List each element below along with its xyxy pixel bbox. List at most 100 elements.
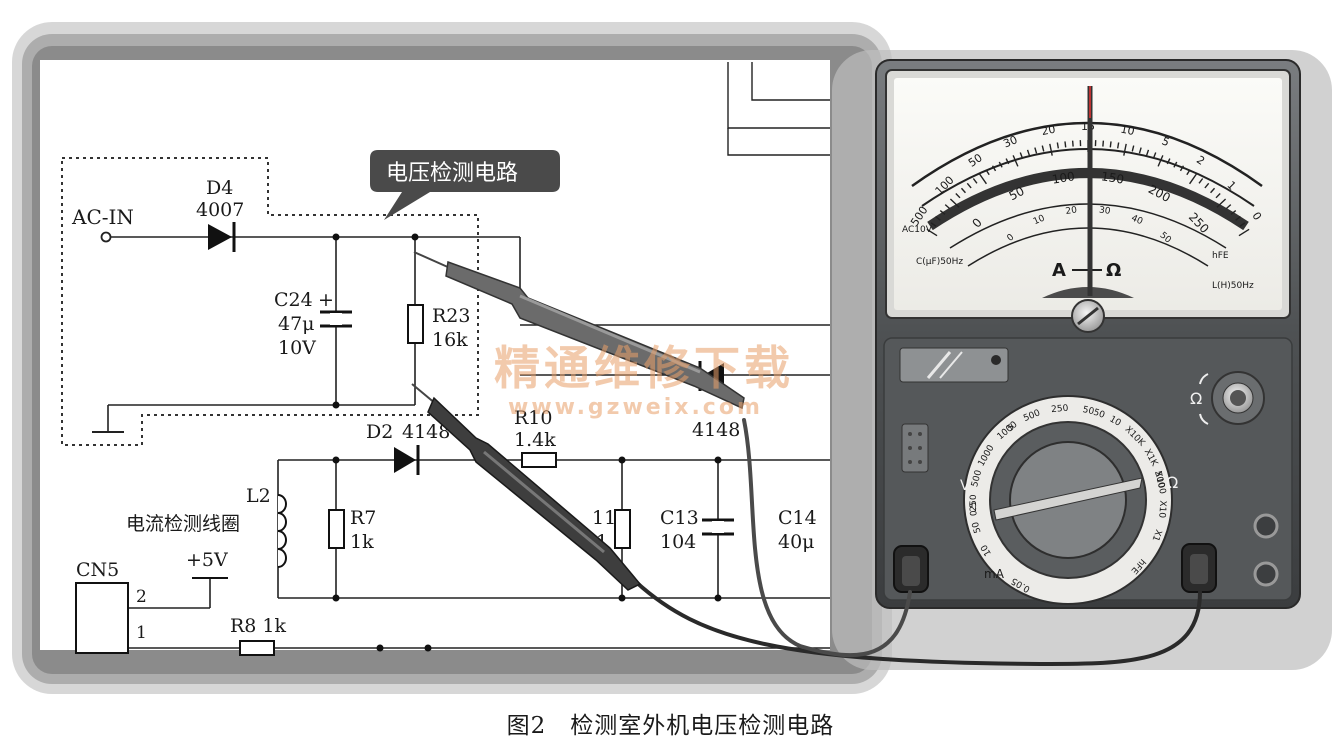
resistor-r11 [614, 509, 631, 549]
dial-label-ohm: Ω [1166, 473, 1178, 492]
label-r23-name: R23 [432, 305, 470, 327]
meter-tick [991, 165, 997, 172]
label-d2: D2 [366, 421, 393, 443]
dial-range-label-v: 250 [1051, 404, 1069, 415]
meter-scale-bottom-label: 40 [1130, 213, 1145, 227]
meter-tick [1157, 155, 1164, 167]
meter-tick [1116, 142, 1120, 149]
dial-range-label-acv: 250 [969, 494, 979, 511]
watermark-cn: 精通维修下载 [494, 341, 794, 395]
label-right-diode-part: 4148 [692, 419, 740, 441]
meter-display-slot [899, 347, 1009, 383]
meter-tick [1012, 155, 1019, 167]
resistor-r10 [521, 452, 557, 468]
meter-tick [1152, 152, 1157, 159]
meter-scale-top-label: 20 [1040, 123, 1056, 138]
meter-tick [935, 216, 941, 221]
watermark: 精通维修下载 www.gzweix.com [494, 341, 794, 420]
probe-jack-com[interactable] [893, 545, 929, 593]
connector-cn5 [75, 582, 129, 654]
label-d4-name: D4 [206, 177, 233, 199]
meter-tick [1204, 182, 1210, 189]
meter-tick [926, 228, 938, 237]
label-c14-name: C14 [778, 507, 817, 529]
meter-label-ac10v: AC10V [902, 225, 933, 235]
meter-tick [1145, 149, 1150, 156]
label-c14-value: 40μ [778, 531, 815, 553]
range-selector-pointer [993, 477, 1143, 521]
meter-tick [1138, 147, 1142, 154]
meter-tick [985, 169, 990, 176]
dial-label-v: V [960, 478, 970, 494]
jack-right-bottom[interactable] [1253, 561, 1279, 587]
dial-range-label-ma: 0.5 [969, 501, 980, 516]
label-l2-name: L2 [246, 485, 271, 507]
meter-tick [949, 198, 960, 208]
probe-jack-plus[interactable] [1181, 543, 1217, 593]
test-probe-upper [413, 251, 745, 410]
meter-tick [1186, 169, 1191, 176]
meter-label-c: C(μF)50Hz [916, 257, 963, 267]
meter-scale-bottom-label: 0 [1005, 232, 1016, 244]
meter-tick [1123, 143, 1127, 156]
label-r23-value: 16k [432, 329, 468, 351]
figure-caption: 图2 检测室外机电压检测电路 [506, 713, 835, 739]
capacitor-c24 [320, 310, 352, 328]
label-d2-part: 4148 [402, 421, 450, 443]
callout-bubble: 电压检测电路 [370, 150, 560, 220]
label-cn5-pin1: 1 [136, 623, 147, 643]
meter-tick [1216, 198, 1227, 208]
meter-tick [1238, 228, 1250, 237]
label-ac-in: AC-IN [71, 205, 134, 229]
meter-scale-bottom-label: 10 [1032, 213, 1047, 227]
dial-label-ma: mA [984, 567, 1005, 581]
label-d4-part: 4007 [196, 199, 244, 221]
meter-tick [944, 204, 951, 210]
label-r7-name: R7 [350, 507, 376, 529]
test-lead-cables [634, 418, 1202, 667]
meter-label-hfe: hFE [1212, 251, 1229, 261]
coil-l2 [277, 494, 287, 568]
label-r10-name: R10 [514, 407, 552, 429]
meter-tick [1189, 173, 1198, 185]
meter-tick [960, 187, 966, 194]
meter-scale-mid-label: 150 [1100, 169, 1125, 186]
meter-scale-top-label: 10 [1119, 123, 1135, 138]
label-r11-partial: 11 [592, 507, 616, 529]
meter-tick [1131, 145, 1135, 152]
meter-tick [1239, 222, 1246, 227]
ac-in-terminal [100, 231, 112, 243]
resistor-r8 [239, 640, 275, 656]
meter-tick [1215, 193, 1221, 199]
meter-scale-mid-label: 100 [1051, 169, 1076, 186]
meter-ticks [926, 140, 1250, 237]
meter-tick [1230, 209, 1237, 215]
dial-range-label-ohm: X10 [1156, 500, 1167, 519]
watermark-url: www.gzweix.com [508, 395, 763, 420]
meter-tick [1064, 141, 1067, 148]
meter-tick [1109, 141, 1112, 148]
dial-range-label-ma: 500 [1152, 470, 1166, 489]
resistor-r7 [328, 509, 345, 549]
ohm-adjust-label: Ω [1190, 389, 1202, 408]
label-cn5: CN5 [76, 559, 119, 581]
meter-vent [901, 423, 929, 473]
jack-right-top[interactable] [1253, 513, 1279, 539]
meter-tick [1056, 142, 1060, 149]
meter-scale-top-label: 50 [966, 151, 985, 170]
meter-tick [930, 222, 937, 227]
detection-area-dashed-box [61, 157, 479, 446]
dial-range-label-ma: 5 [1006, 422, 1017, 433]
meter-tick [978, 173, 987, 185]
meter-tick [1235, 216, 1241, 221]
label-r10-value: 1.4k [514, 429, 556, 451]
meter-tick [1026, 149, 1031, 156]
meter-scale-mid-label: 50 [1007, 184, 1027, 203]
test-probe-lower [411, 383, 642, 591]
meter-tick [1041, 145, 1045, 152]
dial-range-label-ohm: X1 [1150, 528, 1163, 543]
dial-range-label-ma: 50 [1092, 408, 1106, 421]
meter-tick [1210, 187, 1216, 194]
